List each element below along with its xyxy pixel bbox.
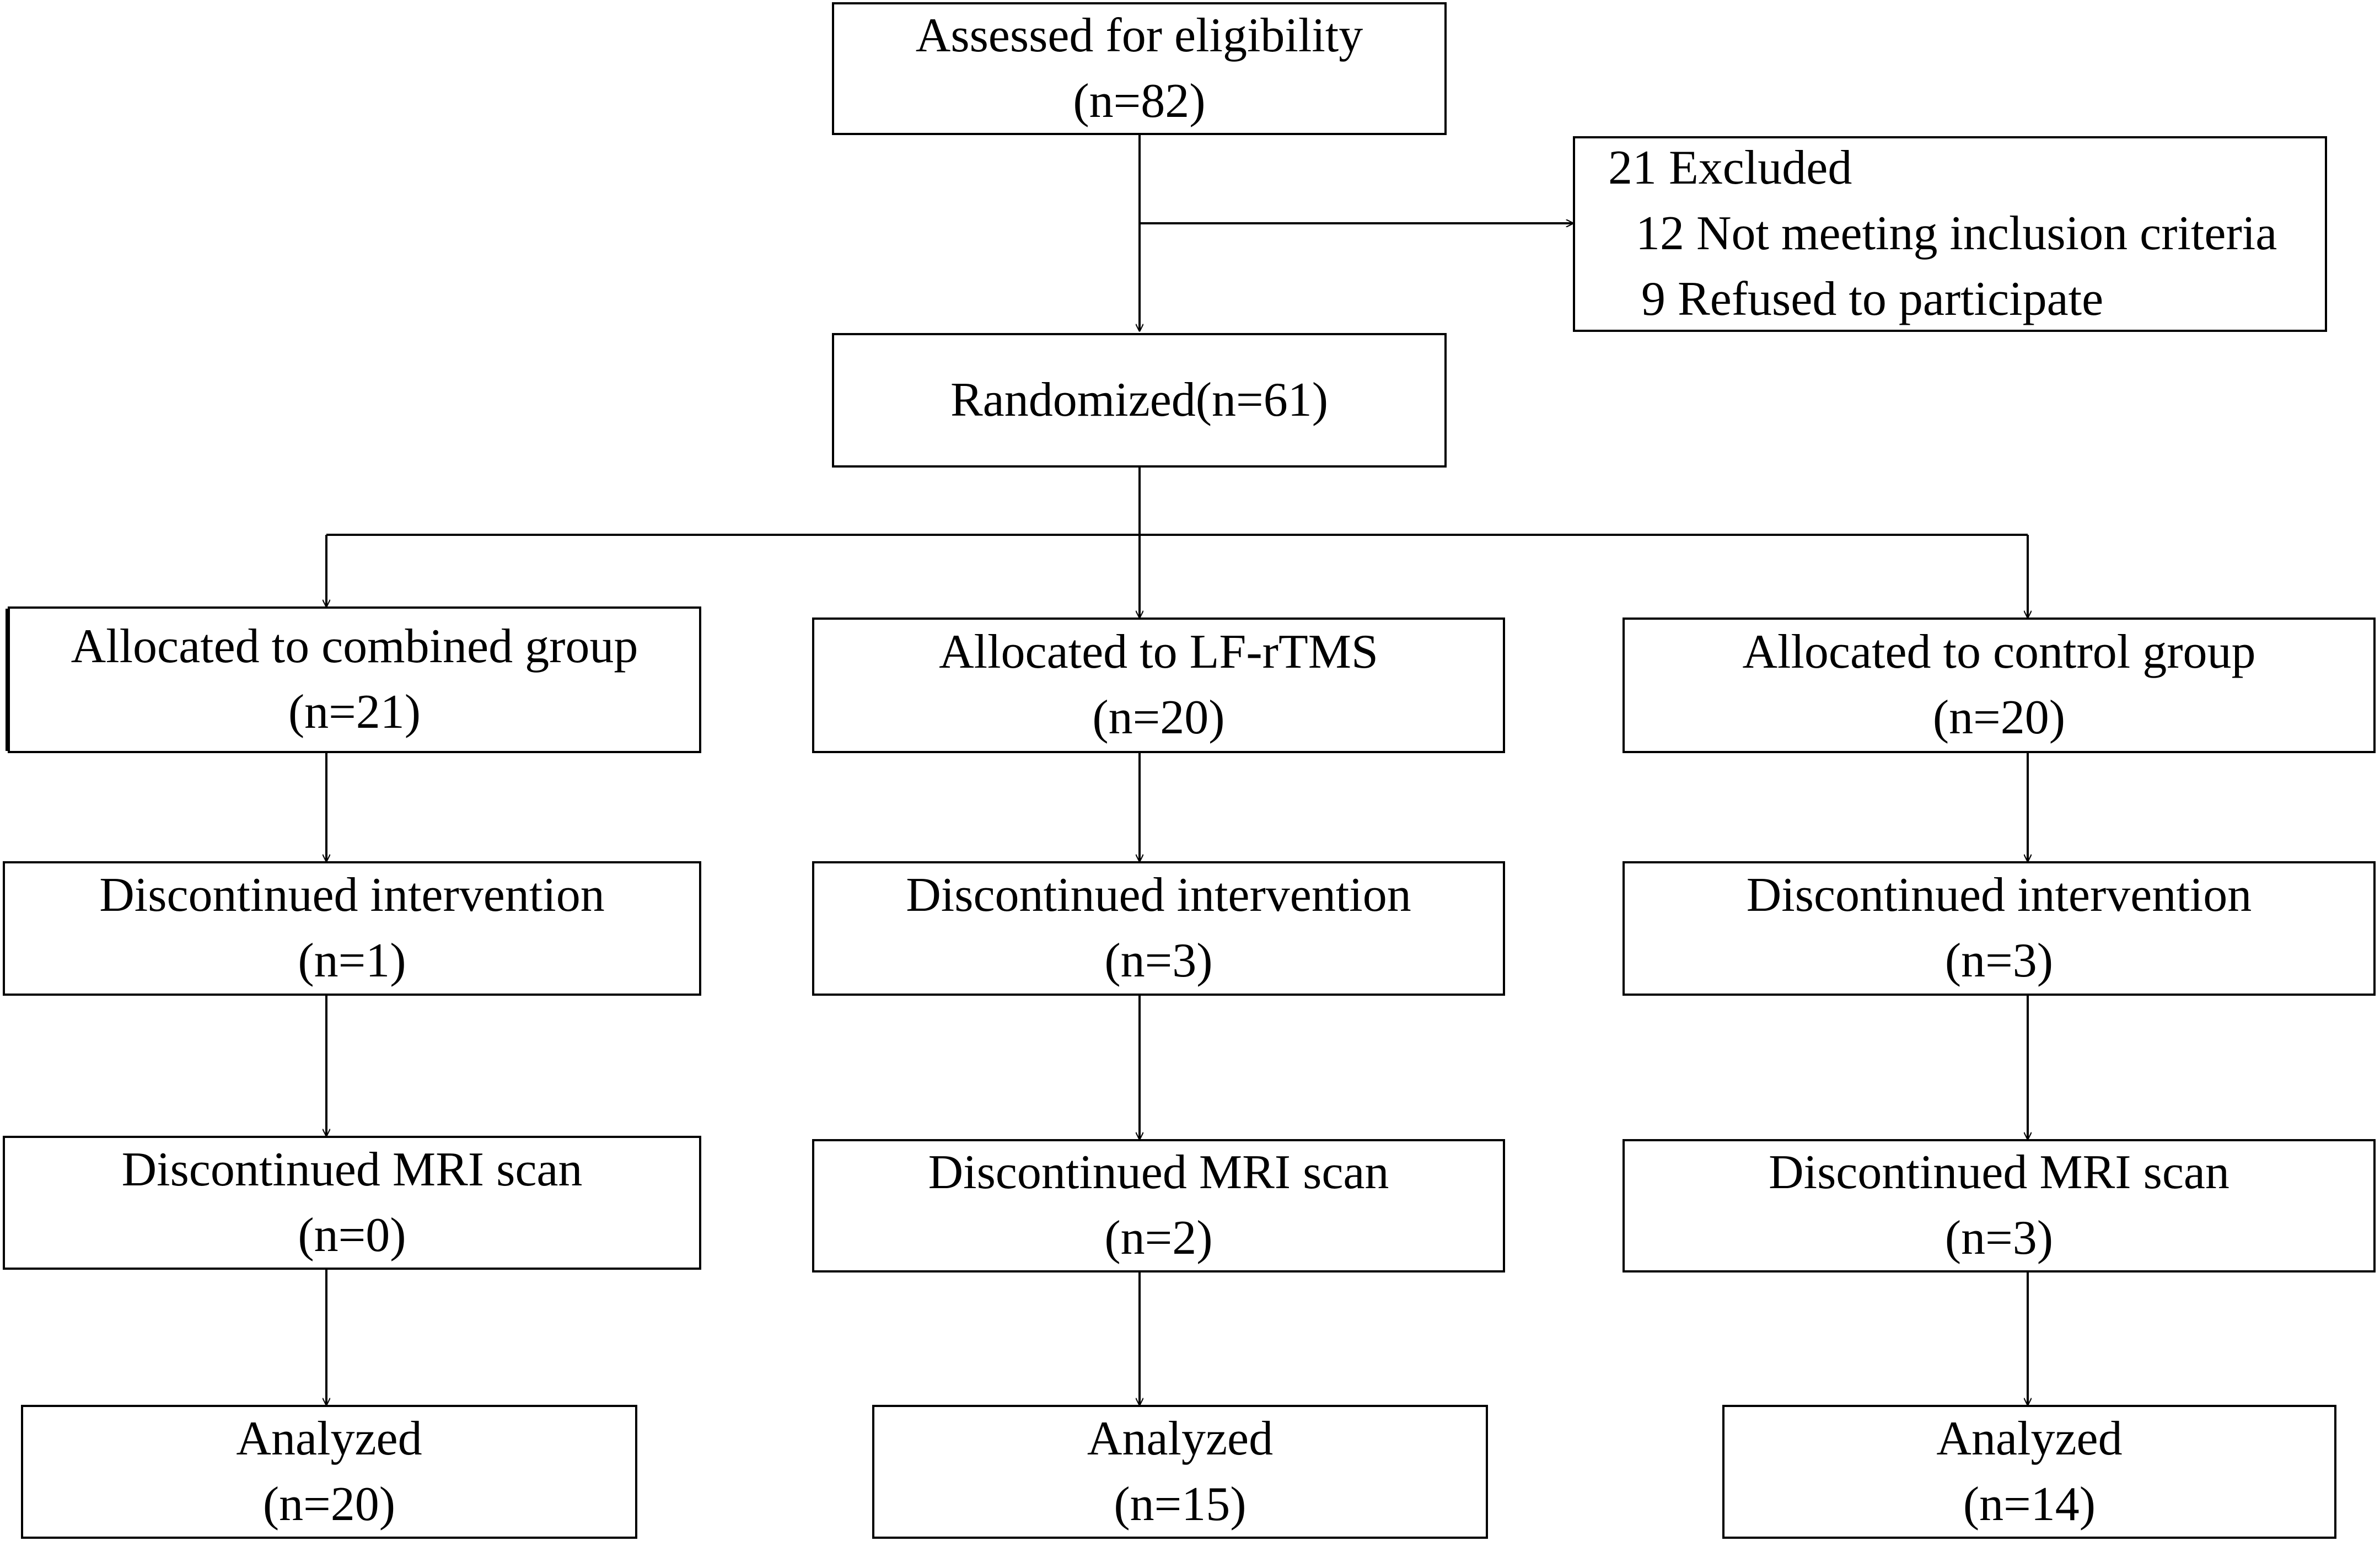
- allocated-combined-title: Allocated to combined group: [71, 620, 638, 674]
- discontinued-intervention-lf-rtms-box: Discontinued intervention (n=3): [812, 861, 1505, 996]
- analyzed-combined-box: Analyzed (n=20): [21, 1405, 637, 1539]
- allocated-control-box: Allocated to control group (n=20): [1623, 618, 2376, 753]
- allocated-combined-count: (n=21): [288, 685, 421, 739]
- discontinued-mri-lf-rtms-title: Discontinued MRI scan: [928, 1146, 1389, 1200]
- discontinued-mri-control-title: Discontinued MRI scan: [1769, 1146, 2229, 1200]
- analyzed-lf-rtms-title: Analyzed: [1087, 1411, 1274, 1465]
- discontinued-intervention-control-box: Discontinued intervention (n=3): [1623, 861, 2376, 996]
- discontinued-intervention-combined-count: (n=1): [298, 934, 406, 987]
- discontinued-intervention-combined-title: Discontinued intervention: [99, 868, 605, 922]
- discontinued-intervention-control-count: (n=3): [1944, 934, 2054, 987]
- assessed-box: Assessed for eligibility (n=82): [832, 2, 1447, 135]
- randomized-title: Randomized(n=61): [950, 373, 1328, 427]
- discontinued-mri-lf-rtms-box: Discontinued MRI scan (n=2): [812, 1139, 1505, 1272]
- allocated-lf-rtms-title: Allocated to LF-rTMS: [939, 625, 1378, 679]
- allocated-lf-rtms-count: (n=20): [1092, 691, 1225, 744]
- discontinued-intervention-control-title: Discontinued intervention: [1746, 868, 2252, 922]
- analyzed-control-box: Analyzed (n=14): [1722, 1405, 2336, 1539]
- allocated-control-title: Allocated to control group: [1742, 625, 2256, 679]
- allocated-lf-rtms-box: Allocated to LF-rTMS (n=20): [812, 618, 1505, 753]
- assessed-title: Assessed for eligibility: [915, 8, 1363, 62]
- excluded-reason-2: 9 Refused to participate: [1641, 272, 2104, 326]
- excluded-reason-1: 12 Not meeting inclusion criteria: [1636, 207, 2277, 261]
- excluded-box: 21 Excluded 12 Not meeting inclusion cri…: [1573, 136, 2327, 332]
- discontinued-intervention-combined-box: Discontinued intervention (n=1): [3, 861, 701, 996]
- allocated-combined-box: Allocated to combined group (n=21): [8, 606, 701, 753]
- analyzed-lf-rtms-box: Analyzed (n=15): [872, 1405, 1488, 1539]
- excluded-title: 21 Excluded: [1608, 141, 1852, 195]
- analyzed-lf-rtms-count: (n=15): [1114, 1477, 1247, 1531]
- discontinued-mri-combined-count: (n=0): [298, 1208, 406, 1262]
- analyzed-control-count: (n=14): [1963, 1477, 2096, 1531]
- analyzed-control-title: Analyzed: [1936, 1411, 2123, 1465]
- assessed-count: (n=82): [1073, 74, 1206, 128]
- discontinued-mri-lf-rtms-count: (n=2): [1104, 1211, 1213, 1265]
- discontinued-mri-combined-title: Discontinued MRI scan: [121, 1142, 583, 1196]
- discontinued-intervention-lf-rtms-title: Discontinued intervention: [906, 868, 1411, 922]
- randomized-box: Randomized(n=61): [832, 333, 1447, 468]
- analyzed-combined-title: Analyzed: [236, 1411, 422, 1465]
- discontinued-mri-combined-box: Discontinued MRI scan (n=0): [3, 1136, 701, 1270]
- discontinued-mri-control-count: (n=3): [1944, 1211, 2054, 1265]
- discontinued-intervention-lf-rtms-count: (n=3): [1104, 934, 1213, 987]
- analyzed-combined-count: (n=20): [262, 1477, 396, 1531]
- allocated-control-count: (n=20): [1932, 691, 2066, 744]
- discontinued-mri-control-box: Discontinued MRI scan (n=3): [1623, 1139, 2376, 1272]
